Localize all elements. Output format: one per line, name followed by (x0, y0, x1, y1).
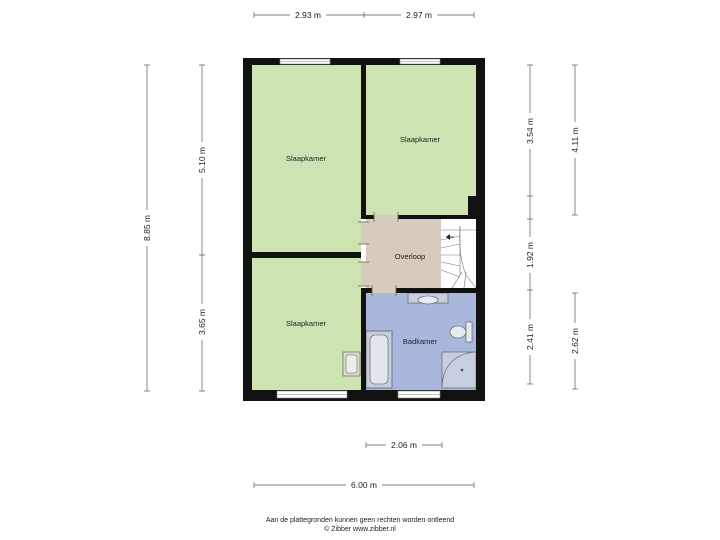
bedroom-top-left-area (252, 65, 361, 252)
dim-outer-right-top: 4.11 m (570, 127, 580, 152)
room-label-bedroom-bottom-left: Slaapkamer (286, 319, 327, 328)
dim-lower-left-depth: 3.65 m (197, 309, 207, 335)
dim-total-depth: 8.85 m (142, 215, 152, 241)
room-label-bedroom-top-right: Slaapkamer (400, 135, 441, 144)
dim-bathroom-width: 2.06 m (391, 440, 417, 450)
footer-disclaimer: Aan de plattegronden kunnen geen rechten… (265, 517, 455, 524)
dim-upper-right-depth: 3.54 m (525, 118, 535, 144)
landing-area (366, 219, 441, 288)
dim-bathroom-depth: 2.41 m (525, 324, 535, 350)
bathtub (365, 330, 393, 389)
toilet (449, 321, 473, 343)
stair-direction-arrow (446, 234, 454, 240)
bathroom-sink (407, 292, 449, 305)
dim-outer-right-bottom: 2.62 m (570, 328, 580, 354)
dim-top-right-width: 2.97 m (406, 10, 432, 20)
room-label-bedroom-top-left: Slaapkamer (286, 154, 327, 163)
dim-total-width: 6.00 m (351, 480, 377, 490)
dim-top-left-width: 2.93 m (295, 10, 321, 20)
room-label-landing: Overloop (395, 252, 425, 261)
dim-upper-left-depth: 5.10 m (197, 147, 207, 173)
dim-landing-depth: 1.92 m (525, 242, 535, 268)
bedroom-top-right-area (366, 65, 476, 215)
doors (358, 212, 399, 296)
room-label-bathroom: Badkamer (403, 337, 438, 346)
bedroom-sink (342, 351, 361, 377)
footer-copyright: © Zibber www.zibber.nl (324, 526, 396, 533)
footer: Aan de plattegronden kunnen geen rechten… (0, 516, 720, 534)
dimension-label-bg (141, 9, 581, 491)
staircase (440, 225, 477, 289)
walls (243, 58, 485, 401)
shower (441, 351, 477, 389)
windows (276, 58, 441, 399)
